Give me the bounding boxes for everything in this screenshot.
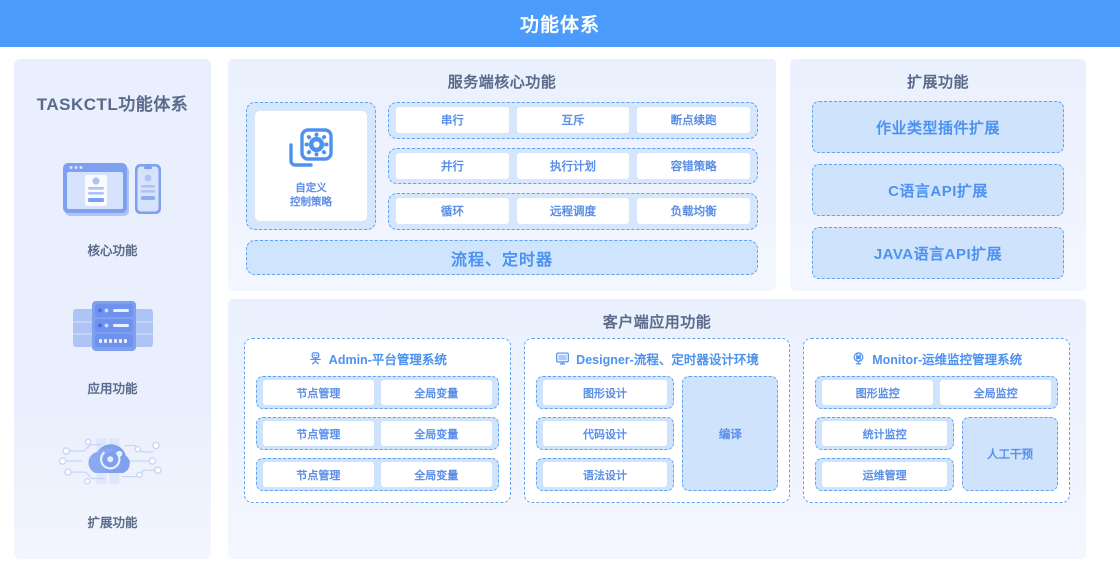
monitor-row: 运维管理 bbox=[815, 458, 955, 491]
sidebar: TASKCTL功能体系 bbox=[14, 59, 211, 559]
monitor-pill[interactable]: 运维管理 bbox=[822, 462, 948, 487]
designer-pill[interactable]: 图形设计 bbox=[542, 380, 668, 405]
monitor-pill[interactable]: 全局监控 bbox=[940, 380, 1052, 405]
server-feature-pill[interactable]: 并行 bbox=[396, 152, 509, 179]
server-feature-pill[interactable]: 远程调度 bbox=[516, 198, 630, 225]
admin-subpanel: Admin-平台管理系统 节点管理 全局变量 节点管理 全局变量 节点管理 全局… bbox=[244, 338, 511, 503]
server-feature-row: 串行 互斥 断点续跑 bbox=[388, 102, 758, 139]
admin-pill[interactable]: 全局变量 bbox=[380, 380, 492, 405]
custom-control-strategy-label: 自定义 控制策略 bbox=[290, 181, 332, 209]
monitor-pill[interactable]: 统计监控 bbox=[822, 421, 948, 446]
server-feature-pill[interactable]: 负载均衡 bbox=[637, 198, 751, 225]
sidebar-title: TASKCTL功能体系 bbox=[36, 95, 189, 114]
extension-item[interactable]: C语言API扩展 bbox=[812, 164, 1064, 216]
monitor-pill[interactable]: 图形监控 bbox=[822, 380, 934, 405]
designer-pill[interactable]: 代码设计 bbox=[542, 421, 668, 446]
server-feature-row: 并行 执行计划 容错策略 bbox=[388, 147, 758, 184]
server-feature-pill[interactable]: 互斥 bbox=[516, 107, 630, 134]
custom-label-line2: 控制策略 bbox=[290, 195, 332, 208]
server-feature-pill[interactable]: 断点续跑 bbox=[637, 107, 751, 134]
monitor-design-icon bbox=[555, 351, 570, 366]
monitor-lower: 统计监控 运维管理 人工干预 bbox=[815, 417, 1059, 491]
flow-timer-bar[interactable]: 流程、定时器 bbox=[246, 240, 758, 275]
admin-subpanel-title: Admin-平台管理系统 bbox=[256, 348, 499, 368]
browser-mobile-icon bbox=[58, 151, 168, 229]
server-core-body: 自定义 控制策略 串行 互斥 断点续跑 并行 执行计划 容错策略 循环 bbox=[228, 92, 776, 230]
server-feature-pill[interactable]: 容错策略 bbox=[637, 152, 751, 179]
extension-item[interactable]: 作业类型插件扩展 bbox=[812, 101, 1064, 153]
monitor-title-text: Monitor-运维监控管理系统 bbox=[872, 352, 1023, 367]
monitor-subpanel-title: Monitor-运维监控管理系统 bbox=[815, 348, 1058, 368]
designer-body: 图形设计 代码设计 语法设计 编译 bbox=[535, 376, 779, 491]
server-core-title: 服务端核心功能 bbox=[447, 74, 557, 91]
sidebar-item-label: 应用功能 bbox=[87, 382, 138, 396]
client-subpanels: Admin-平台管理系统 节点管理 全局变量 节点管理 全局变量 节点管理 全局… bbox=[228, 332, 1086, 503]
designer-row: 代码设计 bbox=[535, 417, 675, 450]
sidebar-item-core[interactable]: 核心功能 bbox=[58, 151, 168, 259]
page-title: 功能体系 bbox=[519, 15, 600, 36]
designer-subpanel: Designer-流程、定时器设计环境 图形设计 代码设计 语法设计 bbox=[523, 338, 791, 503]
admin-pill[interactable]: 节点管理 bbox=[263, 421, 374, 446]
server-feature-pill[interactable]: 串行 bbox=[396, 107, 509, 134]
designer-subpanel-title: Designer-流程、定时器设计环境 bbox=[536, 348, 779, 368]
admin-row: 节点管理 全局变量 bbox=[256, 376, 499, 409]
admin-pill[interactable]: 全局变量 bbox=[380, 462, 492, 487]
admin-pill[interactable]: 节点管理 bbox=[263, 462, 374, 487]
extension-items: 作业类型插件扩展 C语言API扩展 JAVA语言API扩展 bbox=[790, 92, 1086, 279]
extension-panel-title: 扩展功能 bbox=[906, 74, 969, 91]
admin-title-text: Admin-平台管理系统 bbox=[328, 352, 447, 367]
server-rack-icon bbox=[58, 289, 168, 367]
sidebar-item-label: 扩展功能 bbox=[87, 516, 138, 530]
monitor-manual-intervention-box[interactable]: 人工干预 bbox=[962, 417, 1059, 491]
designer-title-text: Designer-流程、定时器设计环境 bbox=[576, 352, 759, 367]
designer-left-items: 图形设计 代码设计 语法设计 bbox=[535, 376, 675, 491]
designer-row: 语法设计 bbox=[535, 458, 675, 491]
admin-row: 节点管理 全局变量 bbox=[256, 417, 499, 450]
extension-item[interactable]: JAVA语言API扩展 bbox=[812, 227, 1064, 279]
custom-label-line1: 自定义 bbox=[295, 181, 327, 194]
extension-panel: 扩展功能 作业类型插件扩展 C语言API扩展 JAVA语言API扩展 bbox=[790, 59, 1086, 291]
server-feature-pill[interactable]: 执行计划 bbox=[516, 152, 630, 179]
sidebar-item-label: 核心功能 bbox=[87, 244, 138, 258]
globe-monitor-icon bbox=[851, 351, 866, 366]
gear-layers-icon bbox=[285, 124, 337, 174]
server-feature-row: 循环 远程调度 负载均衡 bbox=[388, 193, 758, 230]
server-feature-rows: 串行 互斥 断点续跑 并行 执行计划 容错策略 循环 远程调度 负载均衡 bbox=[388, 102, 758, 230]
monitor-left-items: 统计监控 运维管理 bbox=[815, 417, 955, 491]
server-core-panel: 服务端核心功能 bbox=[228, 59, 776, 291]
monitor-row: 图形监控 全局监控 bbox=[815, 376, 1059, 409]
sidebar-item-application[interactable]: 应用功能 bbox=[58, 289, 168, 397]
admin-pill[interactable]: 节点管理 bbox=[263, 380, 374, 405]
monitor-row: 统计监控 bbox=[815, 417, 955, 450]
designer-pill[interactable]: 语法设计 bbox=[542, 462, 668, 487]
client-application-panel: 客户端应用功能 Admin-平台管理系统 bbox=[228, 299, 1086, 559]
server-feature-pill[interactable]: 循环 bbox=[396, 198, 509, 225]
robot-admin-icon bbox=[308, 351, 323, 366]
monitor-subpanel: Monitor-运维监控管理系统 图形监控 全局监控 统计监控 运维管 bbox=[803, 338, 1071, 503]
monitor-body: 图形监控 全局监控 统计监控 运维管理 人工干预 bbox=[815, 376, 1059, 491]
cloud-network-icon bbox=[58, 423, 168, 501]
client-application-title: 客户端应用功能 bbox=[602, 314, 712, 331]
page-header: 功能体系 bbox=[0, 0, 1120, 47]
admin-rows: 节点管理 全局变量 节点管理 全局变量 节点管理 全局变量 bbox=[256, 376, 499, 491]
admin-row: 节点管理 全局变量 bbox=[256, 458, 499, 491]
designer-row: 图形设计 bbox=[535, 376, 675, 409]
sidebar-item-extension[interactable]: 扩展功能 bbox=[58, 423, 168, 531]
custom-control-strategy-card[interactable]: 自定义 控制策略 bbox=[246, 102, 376, 230]
designer-compile-box[interactable]: 编译 bbox=[682, 376, 779, 491]
admin-pill[interactable]: 全局变量 bbox=[380, 421, 492, 446]
